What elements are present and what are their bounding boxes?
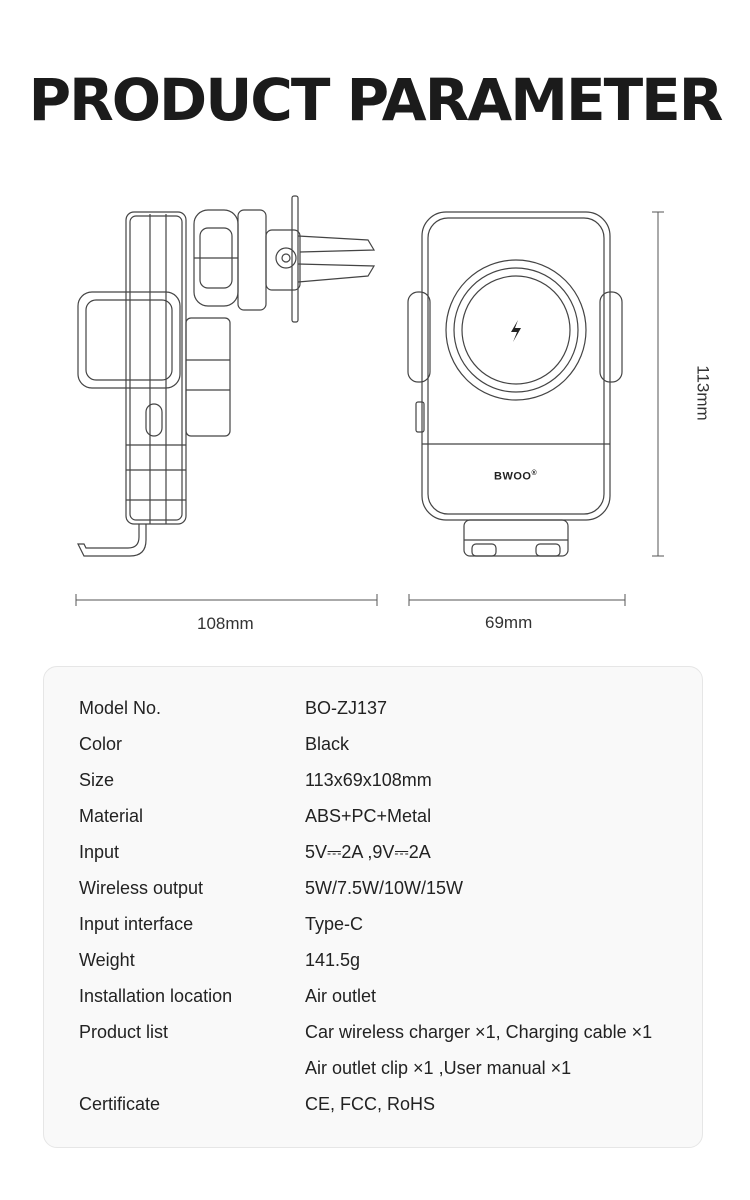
page-title: PRODUCT PARAMETER — [28, 66, 724, 134]
spec-value: Air outlet clip ×1 ,User manual ×1 — [305, 1058, 572, 1078]
spec-value: BO-ZJ137 — [305, 698, 388, 718]
spec-value: 5W/7.5W/10W/15W — [305, 878, 464, 898]
spec-key: Model No. — [79, 698, 162, 718]
spec-row: Size 113x69x108mm — [79, 770, 679, 800]
spec-row: Model No. BO-ZJ137 — [79, 698, 679, 728]
spec-key: Material — [79, 806, 144, 826]
spec-row: Product list Car wireless charger ×1, Ch… — [79, 1022, 679, 1052]
wireless-charging-icon — [511, 320, 521, 342]
spec-value: 5V⎓2A ,9V⎓2A — [305, 842, 431, 862]
spec-value: Car wireless charger ×1, Charging cable … — [305, 1022, 653, 1042]
dimension-length-label: 108mm — [197, 614, 254, 633]
spec-key: Certificate — [79, 1094, 161, 1114]
dimension-line-height — [652, 211, 664, 557]
dimension-line-length — [75, 594, 378, 606]
spec-key: Weight — [79, 950, 135, 970]
spec-row: Material ABS+PC+Metal — [79, 806, 679, 836]
spec-row: Air outlet clip ×1 ,User manual ×1 — [79, 1058, 679, 1088]
spec-row: Weight 141.5g — [79, 950, 679, 980]
dimension-height-label: 113mm — [693, 365, 713, 421]
spec-key: Input interface — [79, 914, 194, 934]
spec-key: Color — [79, 734, 123, 754]
spec-row: Wireless output 5W/7.5W/10W/15W — [79, 878, 679, 908]
front-view-drawing — [407, 211, 623, 557]
spec-row: Installation location Air outlet — [79, 986, 679, 1016]
spec-value: Air outlet — [305, 986, 377, 1006]
spec-key: Input — [79, 842, 120, 862]
dimension-line-width — [408, 594, 626, 606]
spec-value: 141.5g — [305, 950, 361, 970]
spec-value: CE, FCC, RoHS — [305, 1094, 436, 1114]
spec-key: Wireless output — [79, 878, 204, 898]
spec-row: Input 5V⎓2A ,9V⎓2A — [79, 842, 679, 872]
product-drawings — [75, 195, 664, 606]
spec-value: ABS+PC+Metal — [305, 806, 432, 826]
spec-key: Product list — [79, 1022, 169, 1042]
spec-key: Installation location — [79, 986, 233, 1006]
spec-value: 113x69x108mm — [305, 770, 432, 790]
spec-value: Black — [305, 734, 350, 754]
dimension-width-label: 69mm — [485, 613, 533, 632]
spec-value: Type-C — [305, 914, 364, 934]
spec-row: Input interface Type-C — [79, 914, 679, 944]
brand-logo: BWOO® — [494, 470, 538, 483]
spec-row: Color Black — [79, 734, 679, 764]
side-view-drawing — [77, 195, 376, 557]
spec-key: Size — [79, 770, 115, 790]
spec-row: Certificate CE, FCC, RoHS — [79, 1094, 679, 1124]
spec-table: Model No. BO-ZJ137 Color Black Size 113x… — [43, 666, 703, 1148]
